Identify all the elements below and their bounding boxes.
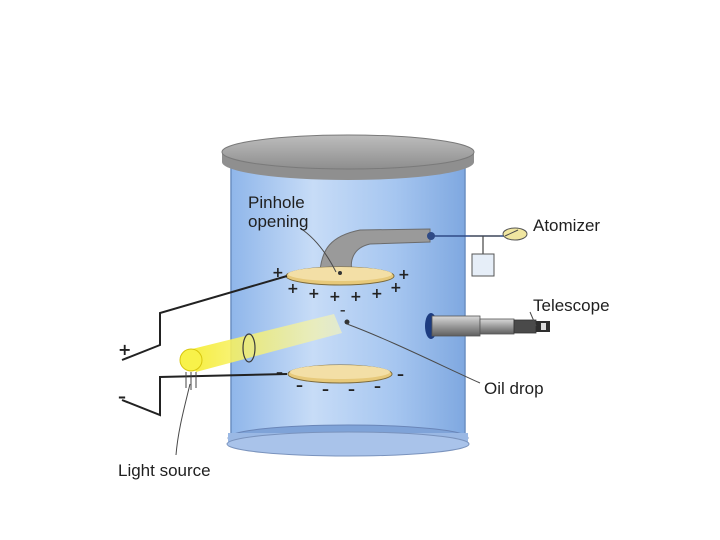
pinhole [338, 271, 342, 275]
drop-charge-sign: – [340, 304, 346, 317]
charge-sign: + [390, 280, 402, 296]
pinhole-label-line1: Pinhole [248, 193, 309, 212]
lid-top [222, 135, 474, 169]
charge-sign: – [296, 378, 303, 394]
terminal-plus-sign: + [118, 340, 131, 359]
charge-sign: – [397, 367, 404, 383]
charge-sign: – [276, 365, 283, 381]
atomizer-label: Atomizer [533, 216, 600, 235]
terminal-minus-sign: – [118, 387, 126, 406]
charge-sign: + [329, 289, 341, 305]
atomizer-bulb [503, 228, 527, 240]
lid [222, 135, 474, 180]
charge-sign: + [371, 286, 383, 302]
charge-sign: – [348, 382, 355, 398]
telescope [425, 313, 550, 339]
telescope-label: Telescope [533, 296, 610, 315]
atomizer-bottle [472, 254, 494, 276]
oil-drop-label: Oil drop [484, 379, 544, 398]
pinhole-label-line2: opening [248, 212, 309, 231]
pinhole-label: Pinhole opening [248, 193, 309, 231]
charge-sign: + [287, 281, 299, 297]
light-source-bulb [180, 349, 202, 371]
charge-sign: + [350, 289, 362, 305]
top-plate [286, 267, 394, 285]
charge-sign: – [322, 382, 329, 398]
oil-drop [345, 320, 350, 325]
charge-sign: + [308, 286, 320, 302]
charge-sign: – [374, 379, 381, 395]
charge-sign: + [272, 265, 284, 281]
light-source-label: Light source [118, 461, 211, 480]
